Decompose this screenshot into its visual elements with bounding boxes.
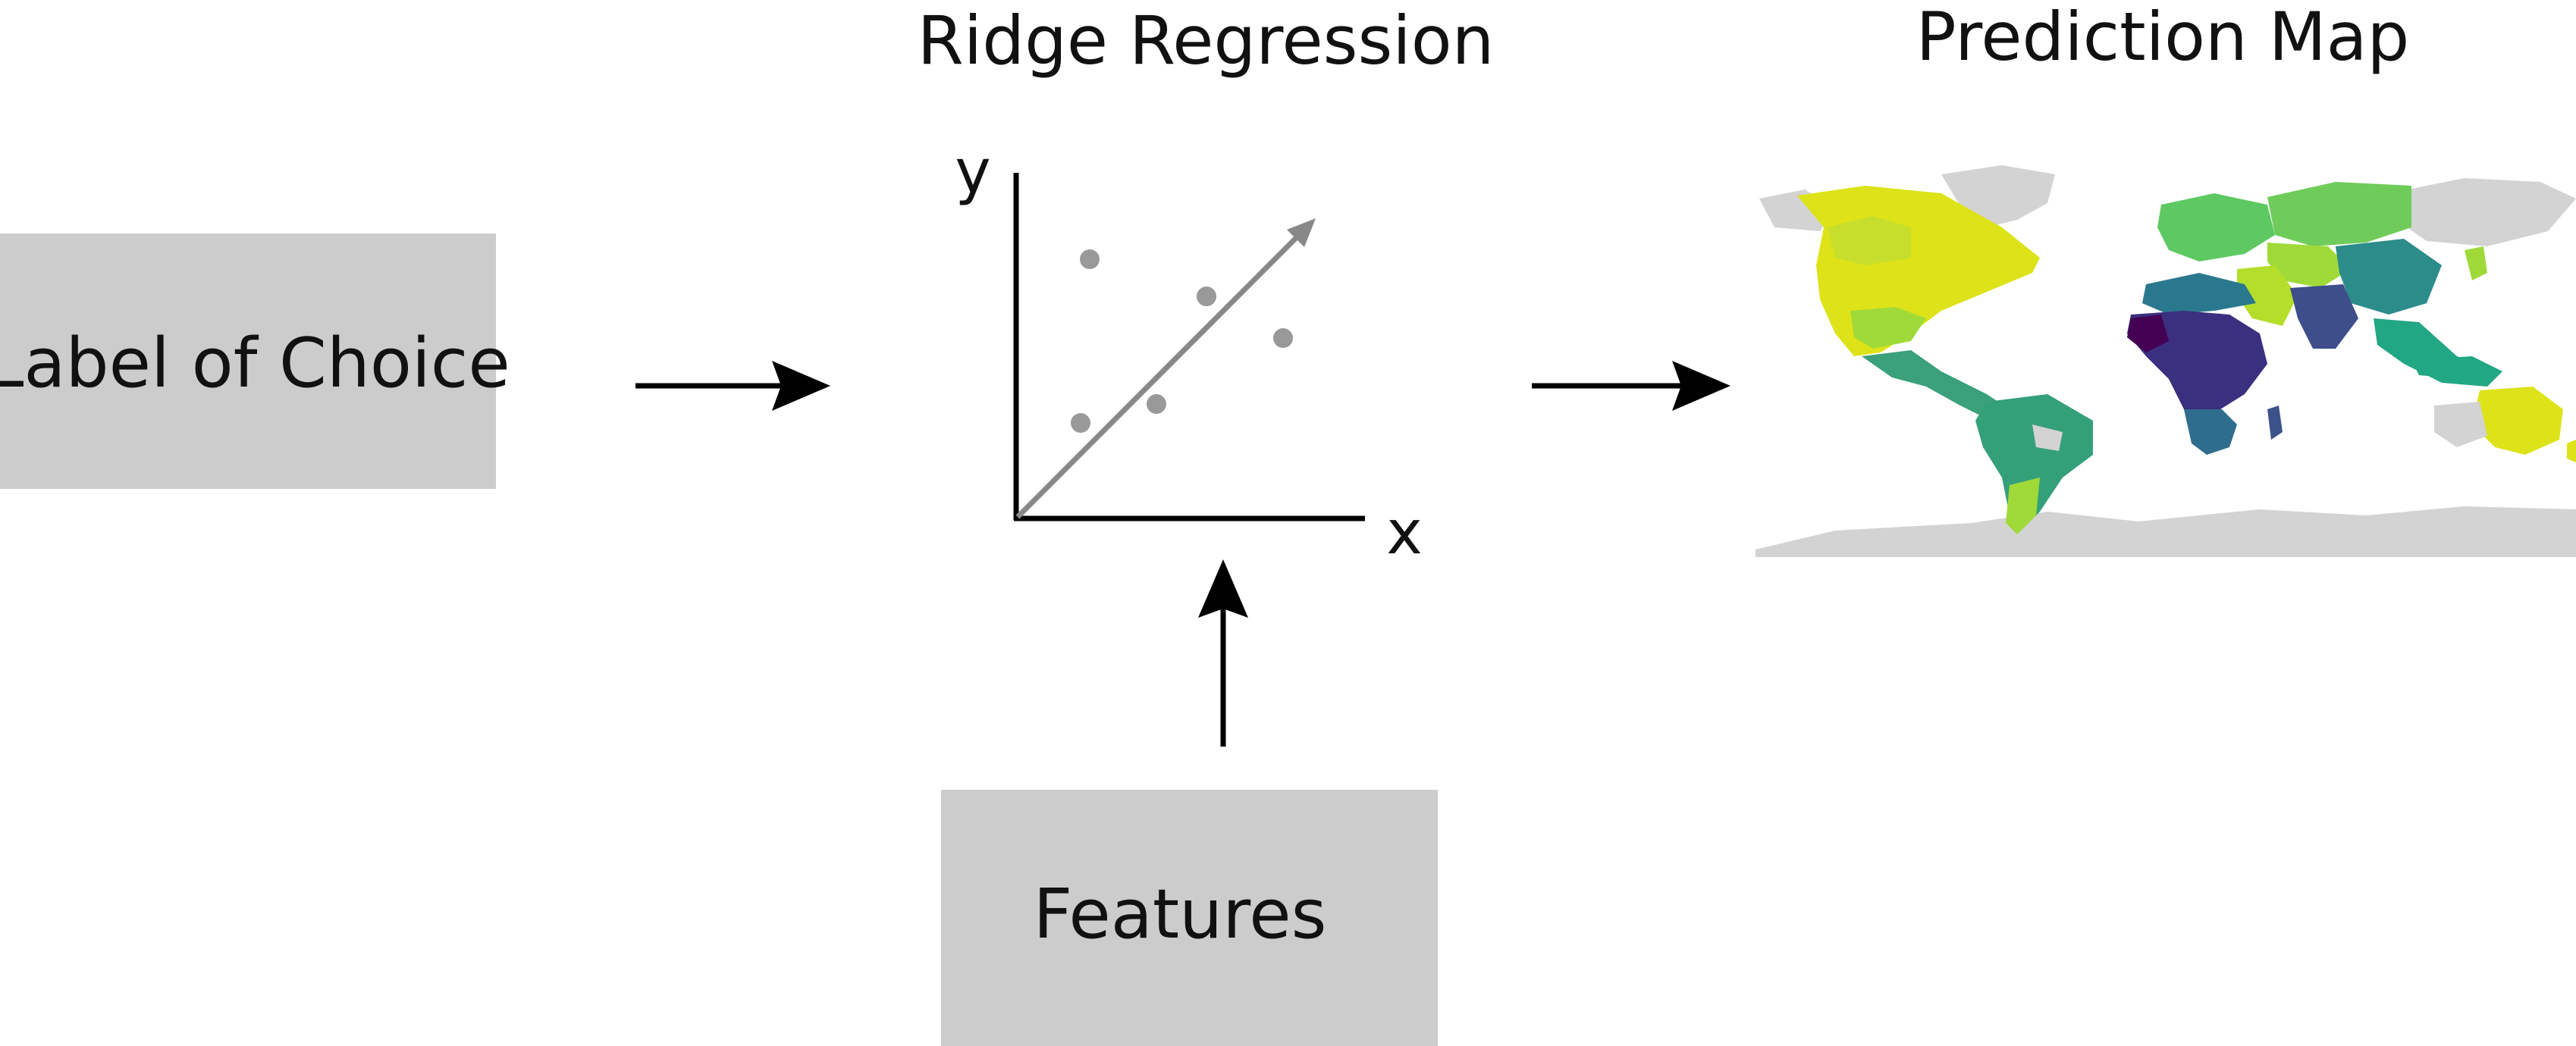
data-point <box>1273 328 1293 348</box>
prediction-map-title: Prediction Map <box>1916 0 2410 76</box>
middle-east <box>2237 265 2298 326</box>
europe <box>2157 193 2275 262</box>
brazil-gap <box>2032 424 2063 451</box>
arrow-label-to-regression <box>635 361 830 411</box>
ridge-regression-title: Ridge Regression <box>918 2 1495 80</box>
label-box-rect <box>0 233 496 489</box>
x-axis-label: x <box>1386 497 1422 568</box>
madagascar <box>2267 406 2283 440</box>
central-america <box>1862 350 2010 421</box>
regression-arrowhead <box>1287 218 1316 247</box>
antarctica <box>1756 506 2576 557</box>
australia <box>2472 387 2563 455</box>
arrow-features-to-regression <box>1198 559 1248 747</box>
japan <box>2465 246 2487 280</box>
russia <box>2267 182 2411 246</box>
regression-plot: y x <box>955 136 1422 568</box>
y-axis-label: y <box>955 136 990 207</box>
label-of-choice-box: Label of Choice <box>0 233 510 489</box>
features-box-rect <box>941 790 1438 1046</box>
arrow-regression-to-map <box>1532 361 1730 411</box>
south-asia <box>2290 284 2358 349</box>
east-asia <box>2336 239 2442 315</box>
africa-south <box>2184 409 2237 455</box>
usa-south <box>1850 307 1926 349</box>
south-america <box>1975 394 2093 531</box>
regression-line <box>1015 231 1303 519</box>
canada-west <box>1828 216 1911 265</box>
africa-west <box>2127 315 2169 352</box>
australia-west <box>2434 402 2487 447</box>
south-america-south <box>2006 478 2040 534</box>
data-point <box>1147 394 1166 414</box>
data-point <box>1197 287 1216 306</box>
data-point <box>1080 249 1100 269</box>
indonesia <box>2411 356 2502 379</box>
label-box-text: Label of Choice <box>0 324 510 403</box>
new-zealand <box>2567 440 2576 462</box>
africa-north <box>2142 273 2256 315</box>
features-box: Features <box>941 790 1438 1046</box>
central-asia <box>2267 243 2351 288</box>
data-point <box>1071 413 1090 433</box>
prediction-map <box>1756 165 2576 557</box>
northeast-russia <box>2389 178 2576 246</box>
features-box-text: Features <box>1034 875 1327 954</box>
